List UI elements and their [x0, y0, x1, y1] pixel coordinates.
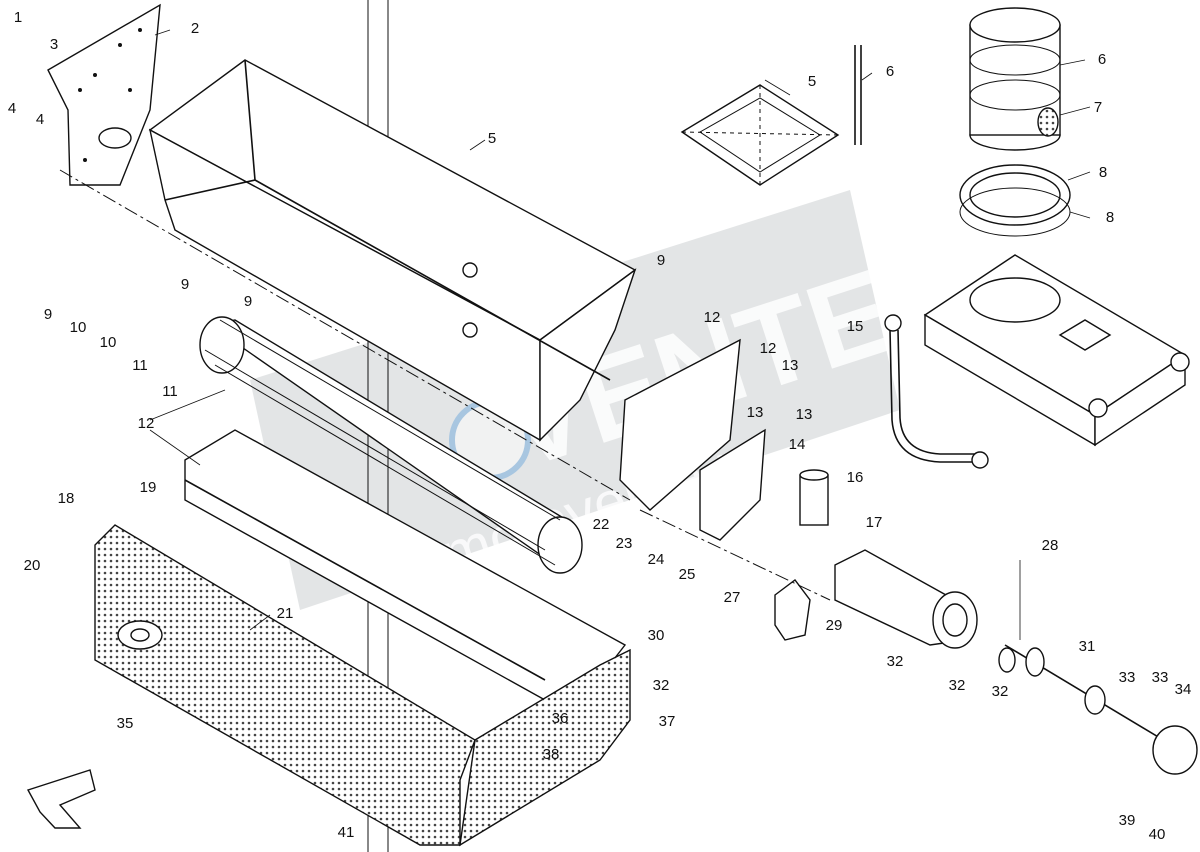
- callout-8b: 22: [593, 516, 610, 533]
- callout-12c: 33: [1119, 669, 1136, 686]
- part-15-gearbox: [834, 549, 978, 649]
- part-40-filter-drum: [969, 7, 1061, 151]
- callout-13: 1: [14, 9, 22, 26]
- part-18-hose: [884, 314, 989, 469]
- callout-8a: 11: [162, 383, 178, 400]
- callout-29: 30: [648, 627, 665, 644]
- callout-9c: 23: [616, 535, 633, 552]
- callout-5b: 12: [760, 340, 777, 357]
- part-air-box: [923, 254, 1190, 447]
- callout-21: 28: [1042, 537, 1059, 554]
- callout-9a: 10: [70, 319, 87, 336]
- callout-14: 14: [789, 436, 806, 453]
- callout-6a: 9: [181, 276, 189, 293]
- callout-17: 16: [847, 469, 864, 486]
- callout-32d: 38: [543, 746, 560, 763]
- callout-28: 37: [659, 713, 676, 730]
- callout-10b: 24: [648, 551, 665, 568]
- leader-lines: [149, 29, 1091, 631]
- callout-33b: 41: [338, 824, 355, 841]
- callout-6b: 9: [657, 252, 665, 269]
- part-20-shaft: [998, 644, 1198, 775]
- callout-25: 39: [1119, 812, 1136, 829]
- callout-4: 4: [8, 100, 16, 117]
- part-36-cover: [680, 84, 840, 186]
- callout-18: 15: [847, 318, 864, 335]
- callout-10a: 10: [100, 334, 117, 351]
- callout-13c: 33: [1152, 669, 1169, 686]
- callout-3: 12: [704, 309, 721, 326]
- callout-36: 5: [808, 73, 816, 90]
- callout-35: 29: [826, 617, 843, 634]
- callout-22: 31: [1079, 638, 1096, 655]
- callout-30: 21: [277, 605, 294, 622]
- callout-19: 32: [949, 677, 966, 694]
- callout-13b: 13: [796, 406, 813, 423]
- part-17-fitting: [799, 469, 829, 526]
- callout-39: 8: [1106, 209, 1114, 226]
- callout-2: 2: [191, 20, 199, 37]
- callout-7: 12: [138, 415, 155, 432]
- callouts: 1 2 3 4 4 5 5 6 6 7 8 8 9 9 9 9 10 10 11…: [8, 9, 1192, 843]
- part-1-hopper-body: [148, 59, 637, 442]
- part-35-bag: [774, 579, 811, 641]
- callout-9b: 11: [132, 357, 148, 374]
- part-30-perforated-screen: [94, 524, 631, 847]
- callout-33a: 35: [117, 715, 134, 732]
- callout-34: 9: [244, 293, 252, 310]
- callout-15: 32: [887, 653, 904, 670]
- callout-31: 20: [24, 557, 41, 574]
- part-38-ring: [959, 164, 1071, 237]
- part-37-rod: [854, 45, 862, 145]
- callout-37: 6: [886, 63, 894, 80]
- callout-9d: 25: [679, 566, 696, 583]
- part-2-end-plate: [47, 3, 161, 186]
- callout-23: 34: [1175, 681, 1192, 698]
- callout-41: 7: [1094, 99, 1102, 116]
- callout-32b: 19: [140, 479, 157, 496]
- callout-5: 4: [36, 111, 44, 128]
- part-3-side-plate: [619, 338, 766, 541]
- callout-1: 5: [488, 130, 496, 147]
- callout-11a: 9: [44, 306, 52, 323]
- callout-11b: 27: [724, 589, 741, 606]
- callout-38: 8: [1099, 164, 1107, 181]
- callout-20: 32: [992, 683, 1009, 700]
- callout-24: 40: [1149, 826, 1166, 843]
- axis-lines: [59, 169, 1021, 640]
- callout-32a: 18: [58, 490, 75, 507]
- callout-40: 6: [1098, 51, 1106, 68]
- callout-4b: 13: [782, 357, 799, 374]
- direction-arrow: [26, 769, 96, 829]
- part-7-rotor-shaft: [199, 316, 583, 574]
- callout-32c: 36: [552, 710, 569, 727]
- callout-12b: 13: [747, 404, 764, 421]
- callout-16: 17: [866, 514, 883, 531]
- callout-12: 3: [50, 36, 58, 53]
- callout-27: 32: [653, 677, 670, 694]
